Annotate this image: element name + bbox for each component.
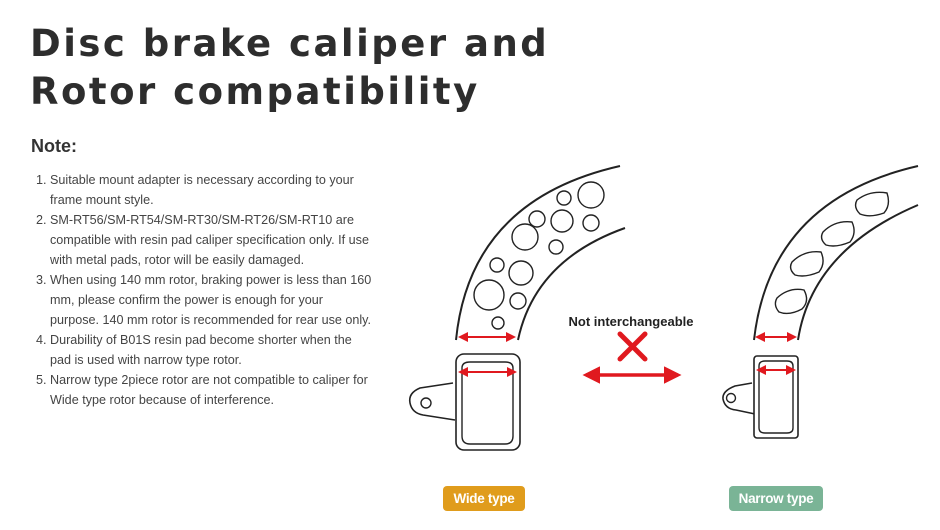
wide-caliper	[408, 353, 521, 451]
narrow-rotor	[753, 165, 919, 342]
compatibility-diagram: Not interchangeable	[408, 165, 919, 451]
not-interchangeable-mark: Not interchangeable	[569, 314, 694, 384]
note-item: SM-RT56/SM-RT54/SM-RT30/SM-RT26/SM-RT10 …	[50, 210, 372, 270]
note-item: Durability of B01S resin pad become shor…	[50, 330, 372, 370]
notes-list: Suitable mount adapter is necessary acco…	[32, 170, 372, 410]
note-item: Narrow type 2piece rotor are not compati…	[50, 370, 372, 410]
narrow-type-badge: Narrow type	[729, 486, 823, 511]
page-title: Disc brake caliper and Rotor compatibili…	[30, 22, 550, 113]
cross-icon	[617, 331, 648, 362]
wide-rotor	[455, 165, 626, 342]
not-interchangeable-label: Not interchangeable	[569, 314, 694, 329]
note-item: When using 140 mm rotor, braking power i…	[50, 270, 372, 330]
wide-type-badge: Wide type	[443, 486, 525, 511]
note-item: Suitable mount adapter is necessary acco…	[50, 170, 372, 210]
narrow-caliper	[722, 355, 799, 439]
note-heading: Note:	[31, 136, 77, 156]
